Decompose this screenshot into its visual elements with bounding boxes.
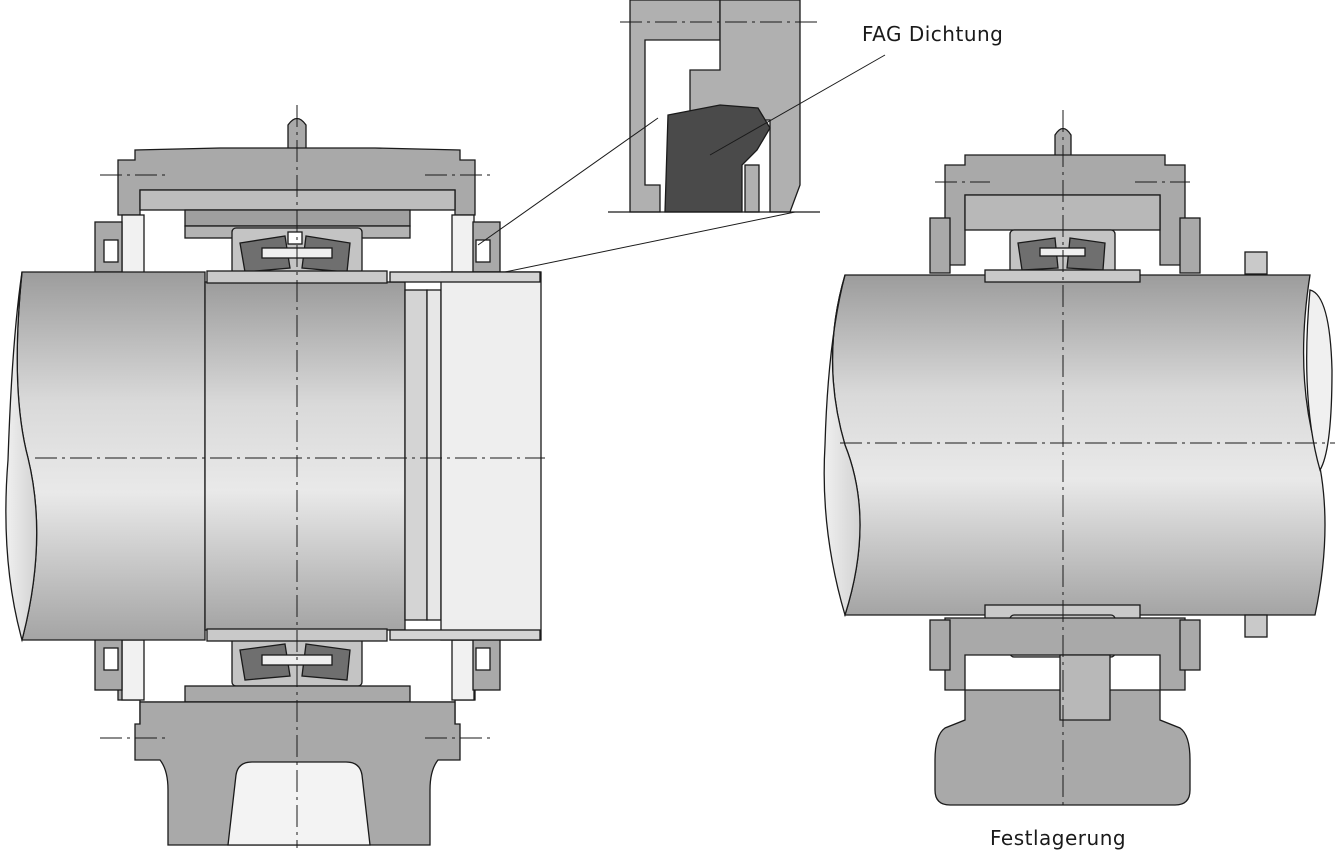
seal-callout-label: FAG Dichtung [862,22,1004,46]
left-bearing-bottom [231,635,363,687]
right-housing-top [929,127,1201,276]
seal-detail-inset [608,0,820,213]
right-shaft [823,251,1333,638]
left-bearing-assembly [5,105,545,848]
right-bearing-assembly [823,110,1335,810]
right-centerlines [840,110,1335,810]
leader-lines [477,54,886,273]
left-centerlines [35,105,545,848]
left-shaft [5,270,542,643]
right-housing-bottom [929,617,1201,806]
fixed-bearing-caption: Festlagerung [990,826,1127,850]
